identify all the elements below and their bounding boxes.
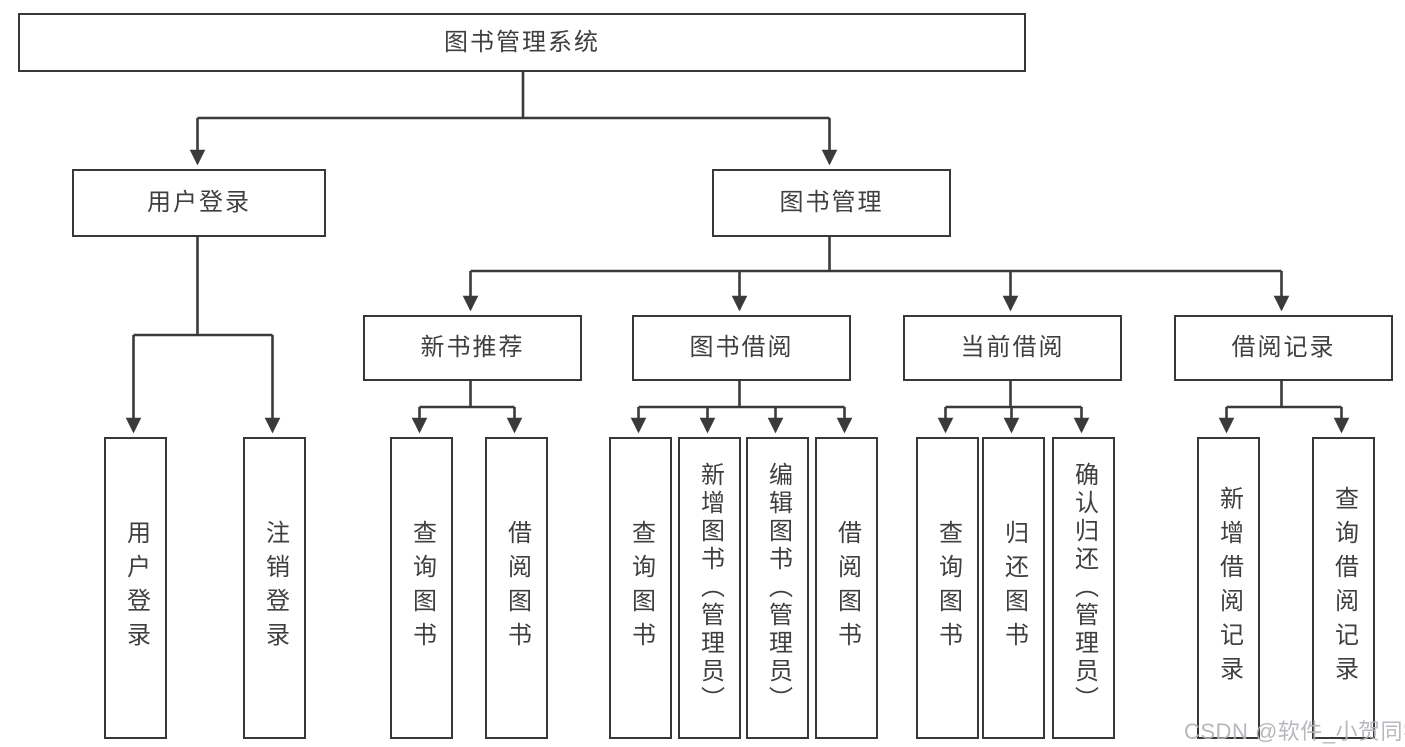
leaf-add-borrow-record-label: 新增借阅记录: [1215, 486, 1243, 690]
leaf-add-books-admin: 新增图书（管理员）: [678, 437, 741, 739]
node-current-borrow-label: 当前借阅: [960, 334, 1065, 361]
leaf-edit-books-admin: 编辑图书（管理员）: [746, 437, 809, 739]
node-book-borrow-label: 图书借阅: [689, 334, 794, 361]
leaf-user-login-label: 用户登录: [122, 520, 150, 656]
leaf-borrow-query-books-label: 查询图书: [627, 520, 655, 656]
leaf-recommend-borrow-books-label: 借阅图书: [503, 520, 531, 656]
leaf-add-borrow-record: 新增借阅记录: [1197, 437, 1260, 739]
leaf-current-query-books: 查询图书: [916, 437, 979, 739]
node-current-borrow: 当前借阅: [903, 315, 1122, 381]
node-new-book-recommend: 新书推荐: [363, 315, 582, 381]
leaf-query-borrow-record-label: 查询借阅记录: [1330, 486, 1358, 690]
node-book-borrow: 图书借阅: [632, 315, 851, 381]
node-book-management: 图书管理: [712, 169, 951, 237]
leaf-add-books-admin-label: 新增图书（管理员）: [696, 462, 724, 714]
leaf-edit-books-admin-label: 编辑图书（管理员）: [764, 462, 792, 714]
leaf-recommend-query-books: 查询图书: [390, 437, 453, 739]
leaf-logout: 注销登录: [243, 437, 306, 739]
watermark: CSDN @软件_小贺同学: [1184, 719, 1405, 744]
leaf-return-books-label: 归还图书: [1000, 520, 1028, 656]
leaf-borrow-books-label: 借阅图书: [833, 520, 861, 656]
node-library-management-system: 图书管理系统: [18, 13, 1026, 72]
node-new-book-recommend-label: 新书推荐: [420, 334, 525, 361]
node-user-login-label: 用户登录: [147, 189, 251, 216]
leaf-current-query-books-label: 查询图书: [934, 520, 962, 656]
leaf-confirm-return-admin: 确认归还（管理员）: [1052, 437, 1115, 739]
leaf-logout-label: 注销登录: [261, 520, 289, 656]
leaf-confirm-return-admin-label: 确认归还（管理员）: [1070, 462, 1098, 714]
node-borrow-records: 借阅记录: [1174, 315, 1393, 381]
leaf-borrow-books: 借阅图书: [815, 437, 878, 739]
leaf-recommend-borrow-books: 借阅图书: [485, 437, 548, 739]
leaf-user-login: 用户登录: [104, 437, 167, 739]
leaf-recommend-query-books-label: 查询图书: [408, 520, 436, 656]
node-user-login: 用户登录: [72, 169, 326, 237]
node-borrow-records-label: 借阅记录: [1231, 334, 1336, 361]
node-library-management-system-label: 图书管理系统: [444, 28, 600, 56]
leaf-return-books: 归还图书: [982, 437, 1045, 739]
leaf-borrow-query-books: 查询图书: [609, 437, 672, 739]
node-book-management-label: 图书管理: [779, 189, 884, 216]
leaf-query-borrow-record: 查询借阅记录: [1312, 437, 1375, 739]
